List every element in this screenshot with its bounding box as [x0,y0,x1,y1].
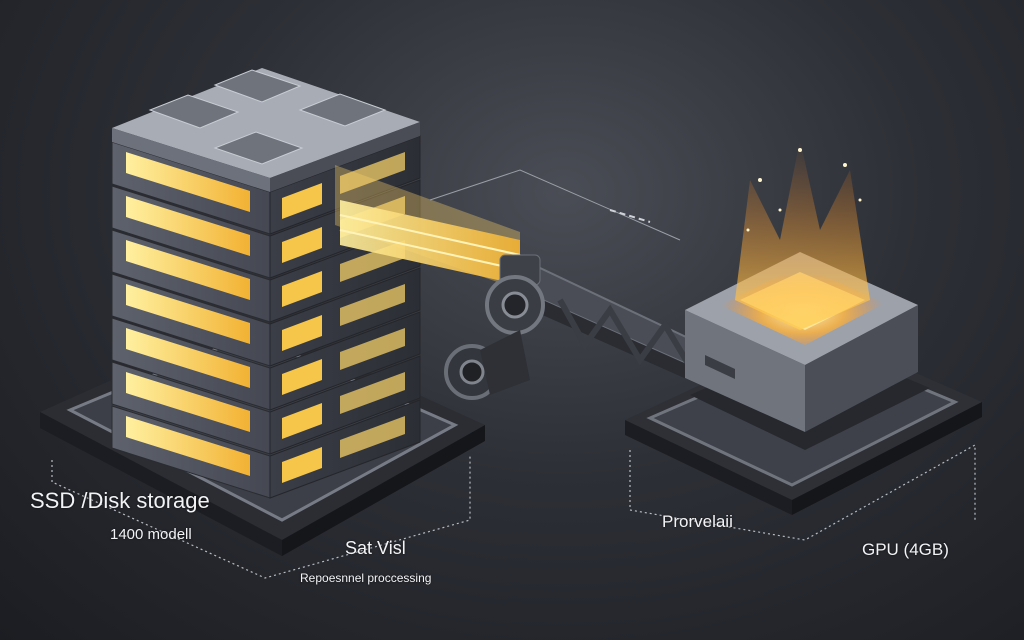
chip-icon [148,94,240,129]
gpu-title: GPU (4GB) [862,540,949,559]
storage-slab [111,355,421,455]
chip-icon [298,93,387,127]
drive-light [126,284,250,344]
data-beam [335,165,681,290]
storage-slab [111,267,421,367]
drive-light [282,183,322,219]
gpu-glow [735,140,870,330]
transfer-title: Sat Visl [345,538,406,558]
drive-light [126,240,250,300]
transfer-subtitle: Repoesnnel proccessing [300,571,432,585]
drive-light [282,227,322,263]
drive-light [282,271,322,307]
processor-title: Prorvelaii [662,512,733,531]
storage-title: SSD /Disk storage [30,488,210,513]
drive-light [126,328,250,388]
chip-icon [213,69,302,103]
storage-slab [111,135,421,235]
storage-slab [111,311,421,411]
drive-light [126,372,250,432]
storage-subtitle: 1400 modell [110,526,192,543]
drive-light [282,359,322,395]
drive-light [126,196,250,256]
chip-icon [213,131,304,165]
drive-light [282,403,322,439]
server-top-cap [112,68,420,192]
server-stack [111,135,421,499]
drive-light [282,315,322,351]
guide-lines [51,443,976,579]
storage-slab [111,399,421,499]
drive-light [126,152,250,212]
drive-light [282,447,322,483]
drive-light [126,416,250,476]
